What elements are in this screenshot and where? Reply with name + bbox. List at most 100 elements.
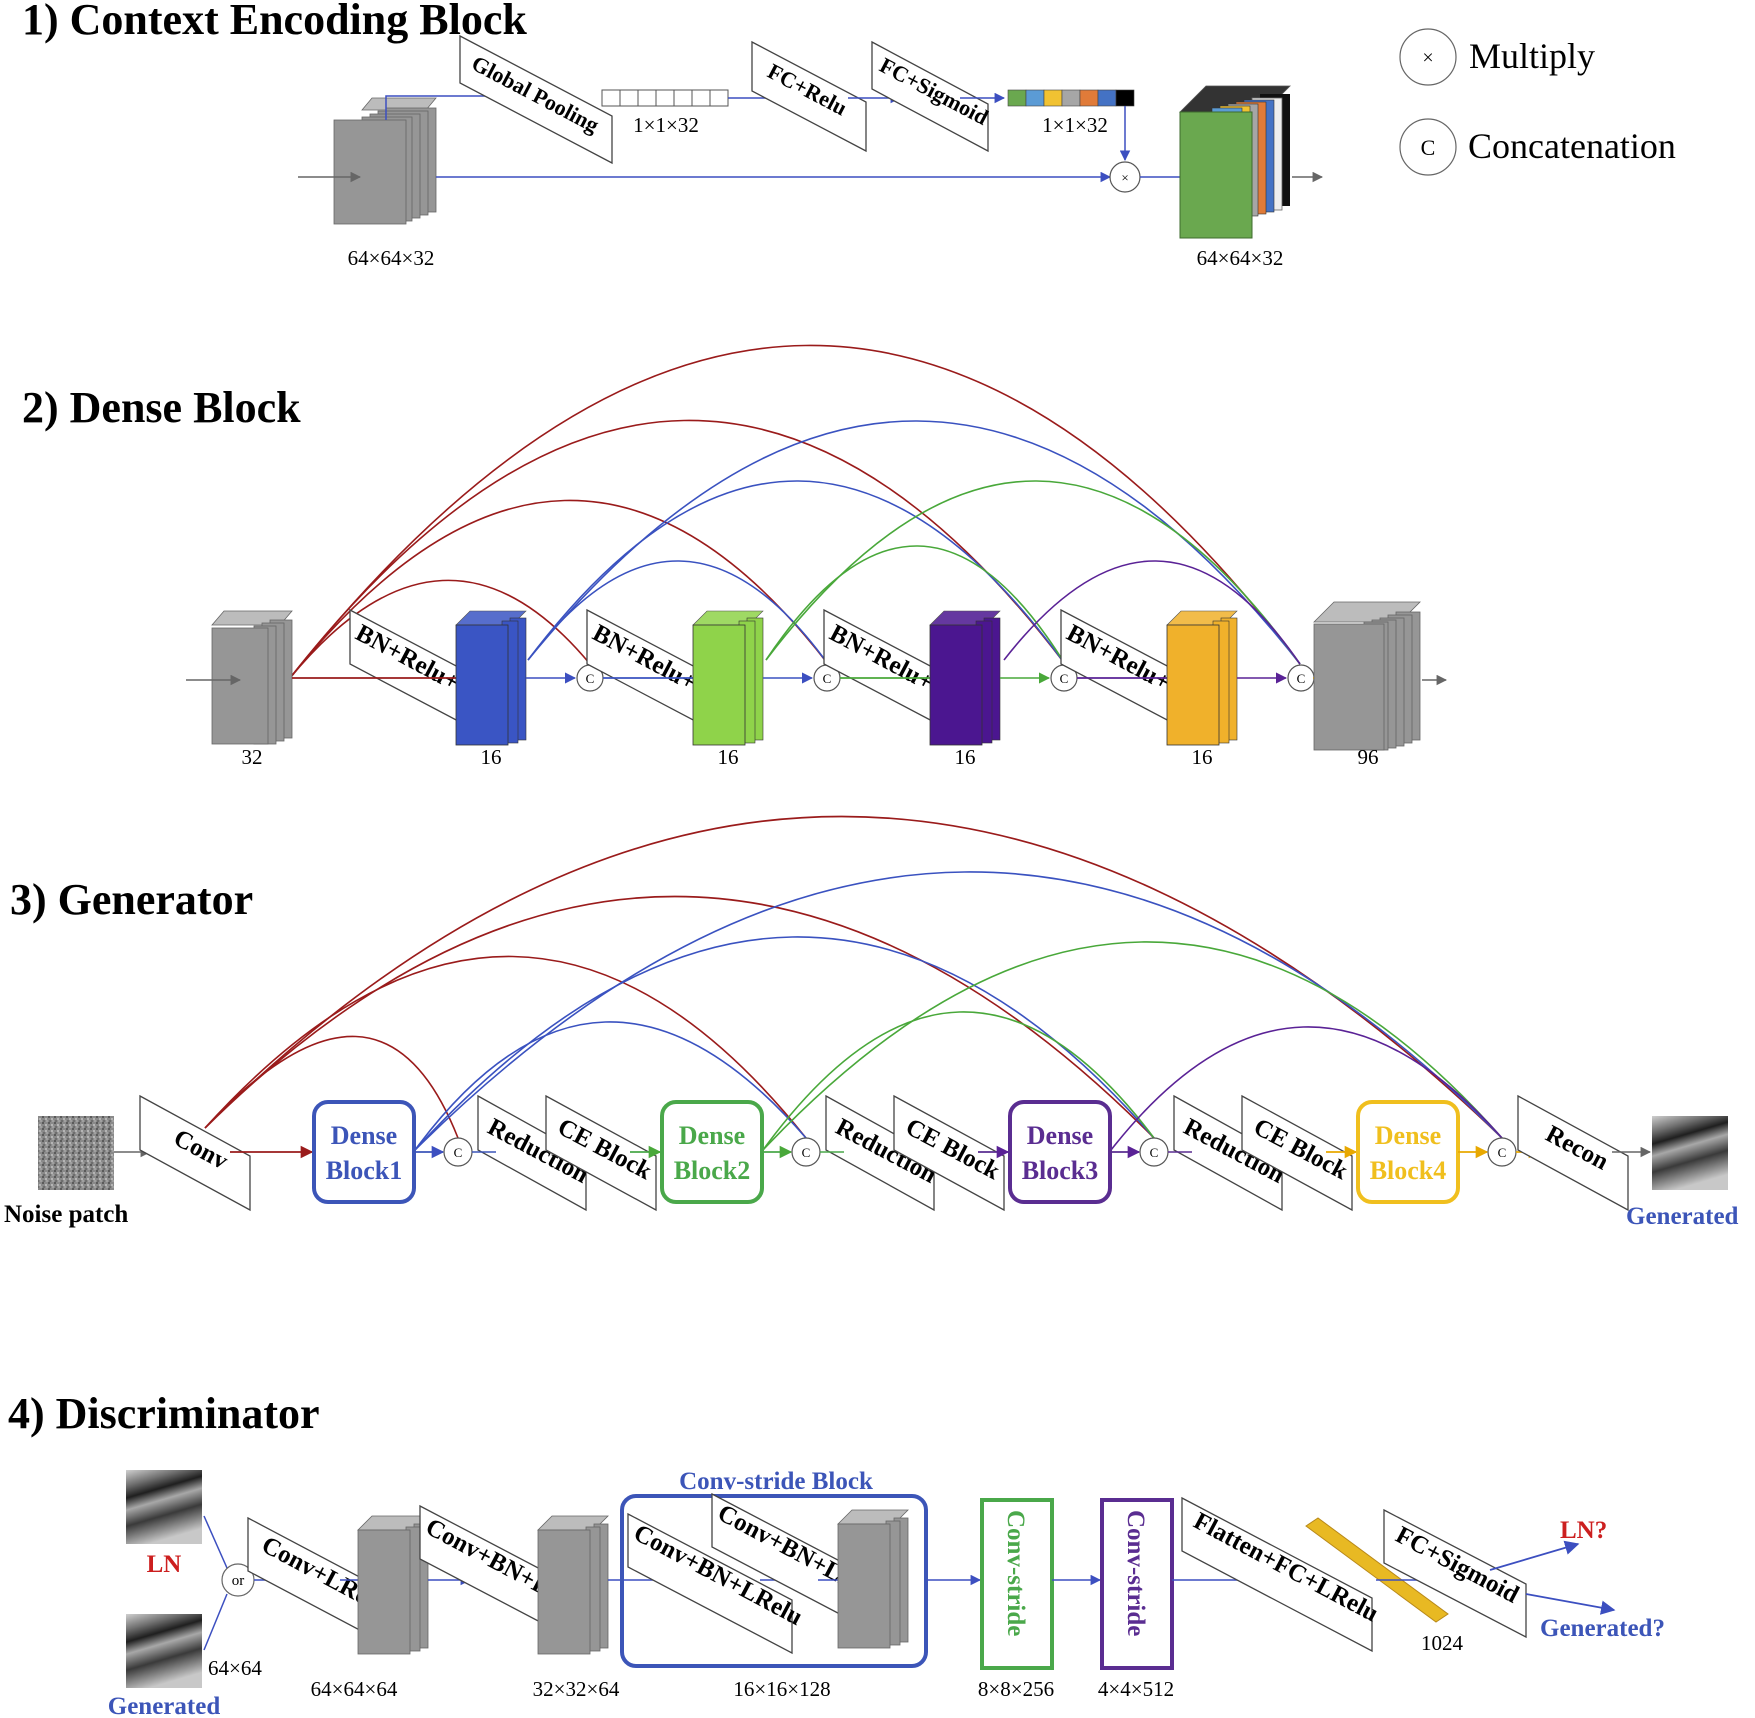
noise-patch-image [38,1116,114,1190]
dense-block-2-line2: Block2 [674,1156,751,1185]
fc-sigmoid-plane [871,40,989,153]
disc-fc-sigmoid-plane [1383,1508,1527,1639]
ceb-vector-cell [1061,89,1081,107]
gen-concat-node-symbol: C [1150,1145,1159,1160]
dense-feature-block [929,624,983,746]
conv-stride-label-2: Conv-stride [1122,1510,1149,1636]
generated-image [1652,1116,1728,1190]
disc-dim-3: 16×16×128 [733,1677,830,1701]
dense-output-dim: 96 [1358,745,1379,769]
disc-generated-label: Generated [108,1693,221,1718]
disc-conv-bn-lrelu-plane-2 [627,1512,793,1655]
dense-layer-dim: 16 [481,745,502,769]
dense-input-stack [211,610,293,745]
disc-ln-label: LN [147,1551,182,1578]
legend-concat-icon [1399,118,1457,176]
dense-skip-arcs [289,344,1301,679]
ceb-input-stack [333,97,437,225]
noise-patch-label: Noise patch [4,1201,128,1228]
section-title-3: 3) Generator [10,875,253,924]
legend: × Multiply C Concatenation [1399,28,1676,176]
disc-1024-vector [1305,1517,1449,1623]
section-generator: 3) Generator Noise patch Conv DenseBlock… [4,815,1739,1230]
concat-node-symbol: C [823,671,832,686]
fc-relu-plane [751,40,867,153]
section-discriminator: 4) Discriminator LN Generated 64×64 or C… [8,1389,1665,1718]
or-node-label: or [232,1573,245,1589]
generator-skip-arcs [204,815,1503,1151]
ceb-vec-dim-1: 1×1×32 [633,113,699,137]
dense-feature-block [692,624,746,746]
ceb-vector-cell [1043,89,1063,107]
ln-image [126,1470,202,1544]
conv-stride-label-1: Conv-stride [1002,1510,1029,1636]
legend-multiply-icon [1399,28,1457,86]
disc-generated-image [126,1614,202,1688]
dense-block-2-box [660,1100,764,1204]
global-pooling-plane [459,34,613,165]
dense-input-dim: 32 [242,745,263,769]
dense-layer-dim: 16 [955,745,976,769]
ceb-vector-colored [1007,89,1135,107]
disc-dim-1: 64×64×64 [311,1677,398,1701]
disc-dim-4: 8×8×256 [978,1677,1054,1701]
dense-feature-block [455,624,509,746]
ceb-vector-cell [1079,89,1099,107]
section-dense-block: 2) Dense Block 32 BN+Relu+Conv16CBN+Relu… [22,344,1448,769]
ceb-vec-dim-2: 1×1×32 [1042,113,1108,137]
ceb-input-dim: 64×64×32 [348,246,435,270]
legend-concat-symbol: C [1421,135,1436,160]
dense-block-3-box [1008,1100,1112,1204]
disc-out-generated: Generated? [1540,1615,1665,1642]
disc-dim-6: 1024 [1421,1631,1464,1655]
gen-ce-block-plane [545,1094,657,1212]
dense-feature-block [1166,624,1220,746]
disc-out-ln: LN? [1560,1517,1607,1544]
disc-stack-2 [537,1515,609,1655]
disc-flatten-plane [1181,1496,1373,1653]
dense-output-stack [1313,601,1421,751]
section-title-4: 4) Discriminator [8,1389,320,1438]
conv-stride-block-box [620,1494,928,1668]
ceb-output-dim: 64×64×32 [1197,246,1284,270]
dense-block-4-line1: Dense [1375,1121,1441,1150]
section-context-encoding: 1) Context Encoding Block 64×64×32 Globa… [22,0,1676,270]
dense-block-3-line2: Block3 [1022,1156,1099,1185]
ceb-vector-cell [1097,89,1117,107]
gen-ce-block-plane [1241,1094,1353,1212]
gen-conv-plane [139,1094,251,1212]
disc-input-dim: 64×64 [208,1656,262,1680]
dense-block-4-line2: Block4 [1370,1156,1447,1185]
section-title-2: 2) Dense Block [22,383,301,432]
concat-node-symbol: C [1060,671,1069,686]
legend-multiply-label: Multiply [1469,36,1595,76]
gen-recon-plane [1517,1094,1629,1212]
ceb-output-stack [1179,85,1291,239]
ceb-vector-cell [1007,89,1027,107]
gen-concat-node-symbol: C [454,1145,463,1160]
dense-block-1-line1: Dense [331,1121,397,1150]
gen-ce-block-plane [893,1094,1005,1212]
ceb-vector-cell [1115,89,1135,107]
generated-label: Generated [1626,1203,1739,1230]
dense-block-2-line1: Dense [679,1121,745,1150]
conv-stride-box-1 [980,1498,1054,1670]
legend-multiply-symbol: × [1422,47,1433,69]
gen-concat-node-symbol: C [802,1145,811,1160]
dense-block-3-line1: Dense [1027,1121,1093,1150]
gen-concat-node-symbol: C [1498,1145,1507,1160]
disc-dim-2: 32×32×64 [533,1677,620,1701]
multiply-node-symbol: × [1121,170,1128,185]
conv-stride-block-title: Conv-stride Block [679,1468,873,1495]
section-title-1: 1) Context Encoding Block [22,0,527,44]
concat-node-symbol: C [1297,671,1306,686]
